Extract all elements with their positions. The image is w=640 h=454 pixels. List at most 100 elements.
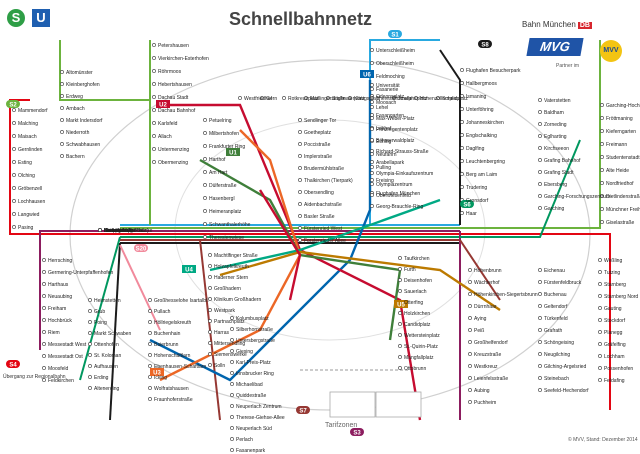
s8-branch — [439, 49, 461, 225]
station-label: Lochham — [604, 354, 625, 360]
station-label: Aying — [474, 316, 487, 322]
station-marker — [538, 364, 542, 368]
station-marker — [600, 194, 604, 198]
station-label: Hohenbrunn — [474, 268, 502, 274]
station-label: Partnachplatz — [214, 319, 245, 325]
station-label: Georg-Brauchle-Ring — [376, 204, 423, 210]
station-label: Altomünster — [66, 70, 93, 76]
station-marker — [460, 159, 464, 163]
station-marker — [598, 354, 602, 358]
tarif-label: Tarifzonen — [325, 422, 358, 429]
line-badge-u6: U6 — [360, 70, 374, 78]
station-marker — [208, 341, 212, 345]
station-label: Hallbergmoos — [466, 81, 497, 87]
station-label: Großhesselohe Isartalbf. — [154, 298, 209, 304]
station-marker — [60, 106, 64, 110]
station-marker — [152, 108, 156, 112]
station-marker — [600, 142, 604, 146]
station-label: Laim — [104, 228, 115, 234]
station-label: Berg am Laim — [466, 172, 497, 178]
station-label: Milbertshofen — [209, 131, 239, 137]
station-label: Untermenzing — [158, 147, 189, 153]
station-marker — [538, 280, 542, 284]
station-marker — [460, 107, 464, 111]
station-marker — [152, 69, 156, 73]
station-marker — [538, 98, 542, 102]
station-label: Kieferngarten — [606, 129, 636, 135]
station-label: Giesing — [236, 349, 253, 355]
station-label: Icking — [154, 375, 167, 381]
station-label: Steinebach — [544, 376, 569, 382]
station-label: Starnberg — [604, 282, 626, 288]
station-label: Ottenhofen — [94, 342, 119, 348]
station-marker — [598, 318, 602, 322]
station-marker — [298, 190, 302, 194]
station-label: Solln — [214, 363, 225, 369]
station-label: Untersbergstraße — [236, 338, 275, 344]
u5-line — [219, 250, 501, 311]
station-label: Münchner Freiheit — [606, 207, 640, 213]
station-marker — [398, 267, 402, 271]
station-marker — [298, 226, 302, 230]
station-label: Giselastraße — [606, 220, 635, 226]
mvg-logo: MVG — [526, 38, 584, 56]
station-marker — [460, 146, 464, 150]
station-label: Mangfallplatz — [404, 355, 434, 361]
station-marker — [203, 144, 207, 148]
db-logo-mark: DB — [577, 22, 592, 29]
station-label: Grafing Stadt — [544, 170, 574, 176]
station-label: Gräfelfing — [604, 342, 626, 348]
station-marker — [208, 297, 212, 301]
station-marker — [203, 235, 207, 239]
station-label: Kolumbusplatz — [236, 316, 269, 322]
station-marker — [598, 258, 602, 262]
db-logo-text: Bahn München — [522, 20, 576, 29]
station-marker — [468, 364, 472, 368]
station-label: Theresienstraße — [376, 96, 413, 102]
station-marker — [152, 82, 156, 86]
line-badge-u3: U3 — [150, 368, 164, 376]
station-label: Gröbenzell — [18, 186, 42, 192]
station-label: Siemenswerke — [214, 352, 247, 358]
station-marker — [230, 371, 234, 375]
station-marker — [298, 118, 302, 122]
station-label: Kirchseeon — [544, 146, 569, 152]
station-label: Innsbrucker Ring — [236, 371, 274, 377]
station-marker — [460, 185, 464, 189]
station-marker — [298, 214, 302, 218]
station-marker — [370, 83, 374, 87]
station-label: Niederroth — [66, 130, 90, 136]
station-label: Olching — [18, 173, 35, 179]
station-marker — [152, 95, 156, 99]
station-label: Ottobrunn — [404, 366, 426, 372]
station-label: Schwanthalerhöhe — [209, 222, 251, 228]
s2-east — [460, 40, 601, 229]
station-label: Josephsplatz — [398, 96, 428, 102]
station-label: Fasangarten — [376, 113, 404, 119]
station-label: Poccistraße — [304, 142, 331, 148]
u-bahn-logo: U — [32, 9, 50, 27]
station-label: Alte Heide — [606, 168, 629, 174]
station-marker — [538, 328, 542, 332]
line-badge-u2: U2 — [156, 100, 170, 108]
station-marker — [598, 366, 602, 370]
station-marker — [12, 186, 16, 190]
station-marker — [230, 316, 234, 320]
line-badge-s3: S3 — [350, 428, 364, 436]
station-marker — [60, 142, 64, 146]
station-marker — [398, 366, 402, 370]
station-label: Hebertshausen — [158, 82, 192, 88]
station-marker — [298, 166, 302, 170]
station-label: Richard-Strauss-Straße — [376, 149, 429, 155]
line-badge-s6: S6 — [460, 200, 474, 208]
station-marker — [598, 378, 602, 382]
station-label: Neuaubing — [48, 294, 72, 300]
station-label: Eching — [376, 139, 392, 145]
station-marker — [203, 209, 207, 213]
station-labels: PetershausenVierkirchen-EsterhofenRöhrmo… — [18, 43, 640, 454]
station-label: Altenerding — [94, 386, 120, 392]
station-label: Leuchtenbergring — [466, 159, 505, 165]
station-marker — [42, 366, 46, 370]
s-bahn-branches — [9, 39, 611, 421]
